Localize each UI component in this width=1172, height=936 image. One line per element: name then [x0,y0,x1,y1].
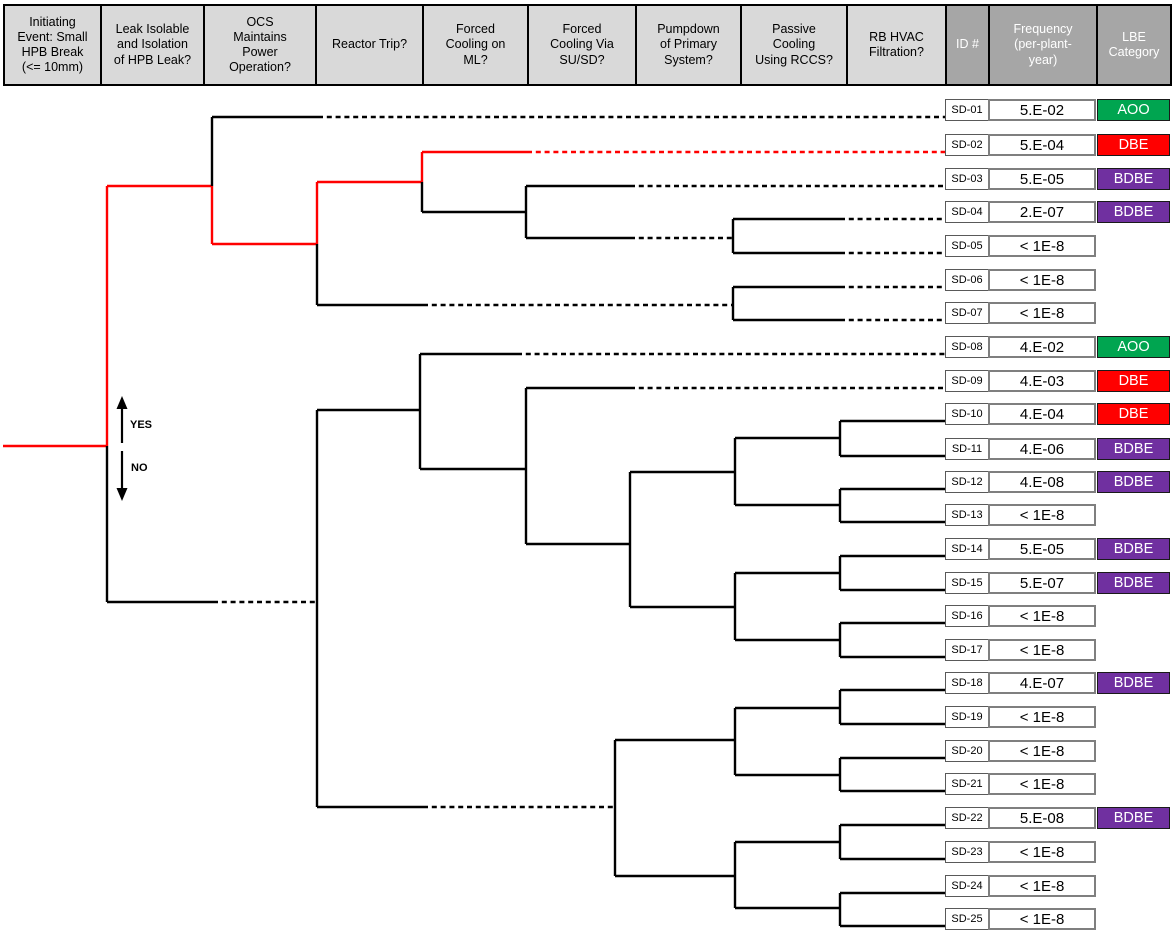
column-header-rb-hvac-filtration: RB HVAC Filtration? [846,4,947,86]
endstate-id-box: SD-08 [945,336,989,358]
column-header-ocs-maintains-power: OCS Maintains Power Operation? [203,4,317,86]
endstate-id-box: SD-05 [945,235,989,257]
endstate-id-box: SD-17 [945,639,989,661]
category-badge: BDBE [1097,168,1170,190]
column-header-pumpdown-primary: Pumpdown of Primary System? [635,4,742,86]
endstate-id-box: SD-13 [945,504,989,526]
category-badge: BDBE [1097,572,1170,594]
endstate-id-box: SD-02 [945,134,989,156]
frequency-box: 5.E-02 [988,99,1096,121]
endstate-id-box: SD-06 [945,269,989,291]
frequency-box: < 1E-8 [988,605,1096,627]
endstate-id-box: SD-14 [945,538,989,560]
column-header-id: ID # [945,4,990,86]
category-badge: AOO [1097,99,1170,121]
endstate-id-box: SD-11 [945,438,989,460]
endstate-id-box: SD-04 [945,201,989,223]
endstate-id-box: SD-18 [945,672,989,694]
category-badge: BDBE [1097,201,1170,223]
frequency-box: < 1E-8 [988,504,1096,526]
category-badge: DBE [1097,403,1170,425]
frequency-box: 5.E-05 [988,168,1096,190]
endstate-id-box: SD-09 [945,370,989,392]
category-badge: BDBE [1097,471,1170,493]
column-header-reactor-trip: Reactor Trip? [315,4,424,86]
frequency-box: < 1E-8 [988,908,1096,930]
category-badge: BDBE [1097,538,1170,560]
frequency-box: < 1E-8 [988,875,1096,897]
frequency-box: 5.E-07 [988,572,1096,594]
frequency-box: 5.E-04 [988,134,1096,156]
category-badge: DBE [1097,370,1170,392]
endstate-id-box: SD-22 [945,807,989,829]
column-header-passive-cooling-rccs: Passive Cooling Using RCCS? [740,4,848,86]
endstate-id-box: SD-12 [945,471,989,493]
endstate-id-box: SD-03 [945,168,989,190]
category-badge: BDBE [1097,438,1170,460]
frequency-box: 4.E-04 [988,403,1096,425]
frequency-box: 5.E-05 [988,538,1096,560]
column-header-forced-cooling-susd: Forced Cooling Via SU/SD? [527,4,637,86]
frequency-box: 2.E-07 [988,201,1096,223]
frequency-box: < 1E-8 [988,269,1096,291]
column-header-leak-isolable: Leak Isolable and Isolation of HPB Leak? [100,4,205,86]
category-badge: DBE [1097,134,1170,156]
yes-label: YES [130,419,153,431]
endstate-id-box: SD-01 [945,99,989,121]
endstate-id-box: SD-07 [945,302,989,324]
endstate-id-box: SD-19 [945,706,989,728]
endstate-id-box: SD-25 [945,908,989,930]
frequency-box: < 1E-8 [988,235,1096,257]
frequency-box: < 1E-8 [988,639,1096,661]
frequency-box: < 1E-8 [988,706,1096,728]
column-header-forced-cooling-ml: Forced Cooling on ML? [422,4,529,86]
category-badge: BDBE [1097,807,1170,829]
column-header-frequency: Frequency (per-plant- year) [988,4,1098,86]
frequency-box: 4.E-02 [988,336,1096,358]
category-badge: AOO [1097,336,1170,358]
endstate-id-box: SD-10 [945,403,989,425]
column-header-lbe-category: LBE Category [1096,4,1172,86]
no-label: NO [131,462,148,474]
frequency-box: < 1E-8 [988,841,1096,863]
frequency-box: 4.E-03 [988,370,1096,392]
endstate-id-box: SD-21 [945,773,989,795]
frequency-box: < 1E-8 [988,740,1096,762]
endstate-id-box: SD-20 [945,740,989,762]
frequency-box: 4.E-07 [988,672,1096,694]
column-header-initiating-event: Initiating Event: Small HPB Break (<= 10… [3,4,102,86]
down-arrow-icon [116,451,128,501]
category-badge: BDBE [1097,672,1170,694]
frequency-box: 5.E-08 [988,807,1096,829]
frequency-box: 4.E-08 [988,471,1096,493]
endstate-id-box: SD-23 [945,841,989,863]
endstate-id-box: SD-16 [945,605,989,627]
frequency-box: < 1E-8 [988,302,1096,324]
frequency-box: < 1E-8 [988,773,1096,795]
endstate-id-box: SD-15 [945,572,989,594]
frequency-box: 4.E-06 [988,438,1096,460]
endstate-id-box: SD-24 [945,875,989,897]
up-arrow-icon [116,396,128,443]
